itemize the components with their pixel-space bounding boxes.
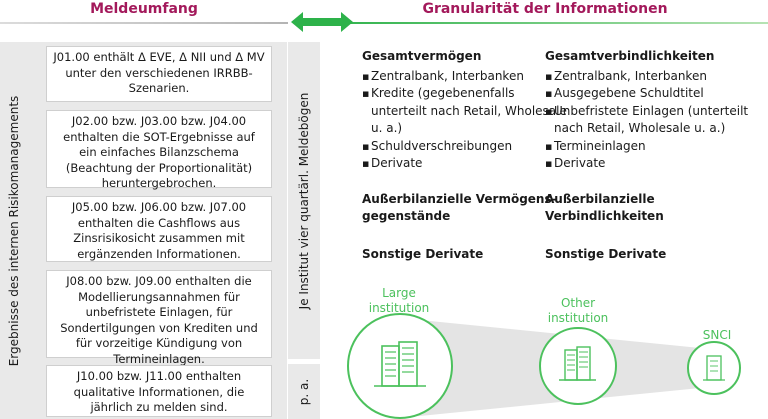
header-left-divider bbox=[0, 22, 288, 24]
header-left-title: Meldeumfang bbox=[90, 1, 198, 17]
quarterly-strip bbox=[288, 42, 320, 359]
annual-vertical-label: p. a. bbox=[297, 378, 311, 405]
liabilities-title: Gesamtverbindlichkeiten bbox=[545, 49, 715, 63]
list-item: Unbefristete Einlagen (unterteilt nach R… bbox=[545, 103, 755, 138]
liabilities-other-derivatives-heading: Sonstige Derivate bbox=[545, 246, 667, 261]
large-institution-circle bbox=[347, 313, 453, 419]
list-item: Schuldverschreibungen bbox=[362, 138, 572, 156]
annual-strip bbox=[288, 364, 320, 419]
large-institution-label: Large institution bbox=[368, 286, 430, 315]
large-building-icon bbox=[374, 341, 426, 387]
assets-title: Gesamtvermögen bbox=[362, 49, 482, 63]
list-item: Kredite (gegebenenfalls unterteilt nach … bbox=[362, 85, 572, 138]
assets-other-derivatives-heading: Sonstige Derivate bbox=[362, 246, 484, 261]
liabilities-column: Gesamtverbindlichkeiten Zentralbank, Int… bbox=[545, 48, 755, 263]
other-building-icon bbox=[559, 346, 596, 381]
quarterly-vertical-label: Je Institut vier quartärl. Meldebögen bbox=[297, 92, 311, 309]
template-box-j10-j11: J10.00 bzw. J11.00 enthalten qualitative… bbox=[46, 365, 272, 417]
list-item: Ausgegebene Schuldtitel bbox=[545, 85, 755, 103]
list-item: Derivate bbox=[545, 155, 755, 173]
institution-size-graphic bbox=[347, 313, 741, 419]
double-arrow-icon bbox=[291, 12, 353, 32]
template-box-j01: J01.00 enthält Δ EVE, Δ NII und Δ MV unt… bbox=[46, 46, 272, 102]
list-item: Zentralbank, Interbanken bbox=[362, 68, 572, 86]
other-institution-circle bbox=[539, 327, 617, 405]
other-institution-label: Other institution bbox=[547, 296, 609, 325]
header-right-title: Granularität der Informationen bbox=[422, 1, 668, 17]
assets-column: Gesamtvermögen Zentralbank, Interbanken … bbox=[362, 48, 572, 263]
assets-offbalance-heading: Außerbilanzielle Vermögens-gegenstände bbox=[362, 191, 557, 224]
snci-circle bbox=[687, 341, 741, 395]
header-right-divider bbox=[322, 22, 768, 24]
list-item: Zentralbank, Interbanken bbox=[545, 68, 755, 86]
liabilities-list: Zentralbank, Interbanken Ausgegebene Sch… bbox=[545, 68, 755, 173]
snci-label: SNCI bbox=[702, 328, 732, 342]
list-item: Termineinlagen bbox=[545, 138, 755, 156]
internal-risk-vertical-label: Ergebnisse des internen Risikomanagement… bbox=[7, 95, 21, 366]
template-box-j02-j04: J02.00 bzw. J03.00 bzw. J04.00 enthalten… bbox=[46, 110, 272, 190]
assets-list: Zentralbank, Interbanken Kredite (gegebe… bbox=[362, 68, 572, 173]
template-box-j05-j07: J05.00 bzw. J06.00 bzw. J07.00 enthalten… bbox=[46, 196, 272, 262]
list-item: Derivate bbox=[362, 155, 572, 173]
snci-building-icon bbox=[703, 355, 725, 381]
liabilities-offbalance-heading: Außerbilanzielle Verbindlichkeiten bbox=[545, 191, 664, 224]
template-box-j08-j09: J08.00 bzw. J09.00 enthalten die Modelli… bbox=[46, 270, 272, 366]
